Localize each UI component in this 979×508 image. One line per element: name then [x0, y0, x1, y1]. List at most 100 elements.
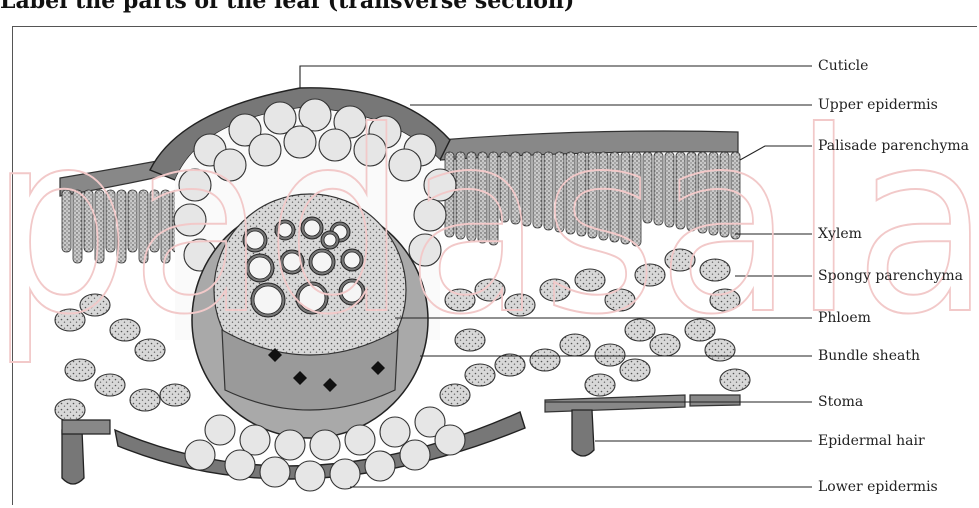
- parenchyma-cell: [174, 204, 206, 236]
- palisade-cell: [150, 190, 159, 252]
- spongy-cell: [710, 289, 740, 311]
- palisade-cell: [665, 152, 674, 227]
- palisade-cell: [599, 152, 608, 240]
- spongy-cell: [80, 294, 110, 316]
- spongy-cell: [440, 384, 470, 406]
- palisade-cell: [489, 152, 498, 245]
- xylem-lumen: [299, 285, 325, 311]
- label-cuticle: Cuticle: [818, 58, 868, 74]
- palisade-cell: [654, 152, 663, 225]
- collenchyma-cell: [275, 430, 305, 460]
- spongy-cell: [135, 339, 165, 361]
- spongy-cell: [55, 399, 85, 421]
- palisade-cell: [621, 152, 630, 244]
- collenchyma-cell: [260, 457, 290, 487]
- collenchyma-cell: [435, 425, 465, 455]
- spongy-cell: [110, 319, 140, 341]
- palisade-cell: [84, 190, 93, 252]
- spongy-cell: [465, 364, 495, 386]
- palisade-cell: [610, 152, 619, 242]
- spongy-cell: [495, 354, 525, 376]
- parenchyma-cell: [414, 199, 446, 231]
- palisade-cell: [544, 152, 553, 230]
- spongy-cell: [720, 369, 750, 391]
- spongy-cell: [650, 334, 680, 356]
- palisade-cell: [95, 190, 104, 263]
- spongy-cell: [625, 319, 655, 341]
- spongy-cell: [55, 309, 85, 331]
- collenchyma-cell: [185, 440, 215, 470]
- spongy-cell: [705, 339, 735, 361]
- palisade-cell: [139, 190, 148, 263]
- parenchyma-cell: [319, 129, 351, 161]
- xylem-lumen: [249, 257, 271, 279]
- parenchyma-cell: [249, 134, 281, 166]
- xylem-lumen: [304, 220, 320, 236]
- spongy-cell: [130, 389, 160, 411]
- spongy-cell: [445, 289, 475, 311]
- palisade-cell: [687, 152, 696, 231]
- xylem-lumen: [254, 286, 282, 314]
- collenchyma-cell: [295, 461, 325, 491]
- palisade-cell: [522, 152, 531, 226]
- spongy-cell: [665, 249, 695, 271]
- collenchyma-cell: [380, 417, 410, 447]
- collenchyma-cell: [310, 430, 340, 460]
- spongy-cell: [700, 259, 730, 281]
- spongy-cell: [505, 294, 535, 316]
- spongy-cell: [560, 334, 590, 356]
- collenchyma-cell: [330, 459, 360, 489]
- palisade-cell: [467, 152, 476, 241]
- palisade-cell: [698, 152, 707, 233]
- palisade-cell: [106, 190, 115, 252]
- palisade-cell: [161, 190, 170, 263]
- spongy-cell: [540, 279, 570, 301]
- xylem-lumen: [344, 252, 360, 268]
- collenchyma-cell: [205, 415, 235, 445]
- palisade-cell: [731, 152, 740, 239]
- collenchyma-cell: [400, 440, 430, 470]
- collenchyma-cell: [345, 425, 375, 455]
- label-phloem: Phloem: [818, 310, 871, 326]
- spongy-cell: [530, 349, 560, 371]
- palisade-cell: [62, 190, 71, 252]
- xylem-lumen: [312, 252, 332, 272]
- palisade-cell: [588, 152, 597, 238]
- parenchyma-cell: [179, 169, 211, 201]
- parenchyma-cell: [284, 126, 316, 158]
- xylem-lumen: [324, 234, 336, 246]
- label-spongy-parenchyma: Spongy parenchyma: [818, 268, 963, 284]
- palisade-cell: [533, 152, 542, 228]
- spongy-cell: [620, 359, 650, 381]
- xylem-lumen: [342, 282, 362, 302]
- palisade-cell: [709, 152, 718, 235]
- xylem-lumen: [246, 231, 264, 249]
- spongy-cell: [475, 279, 505, 301]
- palisade-cell: [676, 152, 685, 229]
- palisade-cell: [117, 190, 126, 263]
- palisade-cell: [632, 152, 641, 246]
- palisade-cell: [478, 152, 487, 243]
- spongy-cell: [95, 374, 125, 396]
- spongy-cell: [595, 344, 625, 366]
- spongy-cell: [605, 289, 635, 311]
- palisade-cell: [128, 190, 137, 252]
- spongy-cell: [585, 374, 615, 396]
- palisade-cell: [456, 152, 465, 239]
- collenchyma-cell: [365, 451, 395, 481]
- label-palisade-parenchyma: Palisade parenchyma: [818, 138, 969, 154]
- spongy-cell: [575, 269, 605, 291]
- palisade-cell: [73, 190, 82, 263]
- palisade-cell: [643, 152, 652, 223]
- spongy-cell: [455, 329, 485, 351]
- spongy-cell: [160, 384, 190, 406]
- palisade-cell: [511, 152, 520, 224]
- palisade-cell: [500, 152, 509, 222]
- collenchyma-cell: [225, 450, 255, 480]
- palisade-cell: [555, 152, 564, 232]
- xylem-lumen: [283, 253, 301, 271]
- palisade-cell: [577, 152, 586, 236]
- label-xylem: Xylem: [818, 226, 862, 242]
- spongy-cell: [635, 264, 665, 286]
